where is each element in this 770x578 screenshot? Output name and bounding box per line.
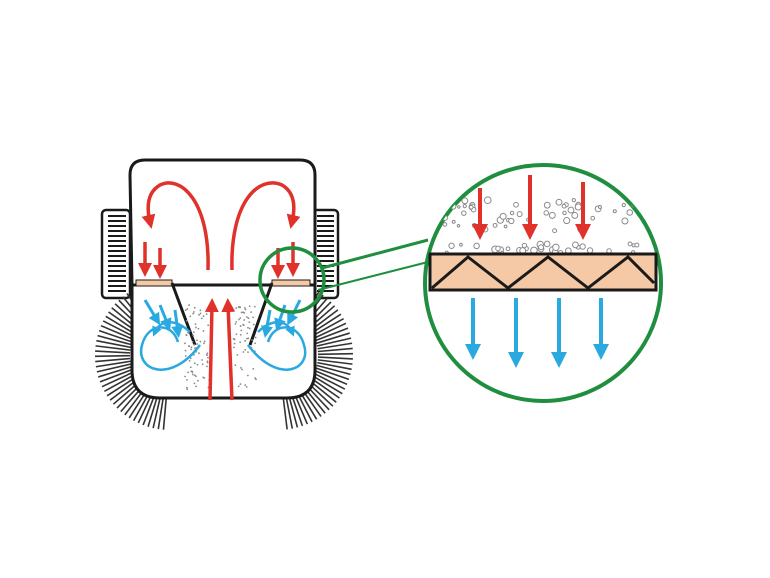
intake-arrows-blue xyxy=(143,299,302,338)
tread-roller-left xyxy=(100,208,132,300)
filter-incoming-arrows xyxy=(472,175,591,240)
device-body xyxy=(128,158,317,400)
zoom-source-circle xyxy=(258,246,326,314)
zoom-connector-line xyxy=(321,238,429,270)
zoom-connector-line-lower xyxy=(317,261,429,291)
filter-detail-icon xyxy=(423,163,663,403)
debris-speckles xyxy=(184,304,257,391)
tread-roller-right xyxy=(310,208,340,300)
filter-outgoing-arrows xyxy=(465,298,609,368)
